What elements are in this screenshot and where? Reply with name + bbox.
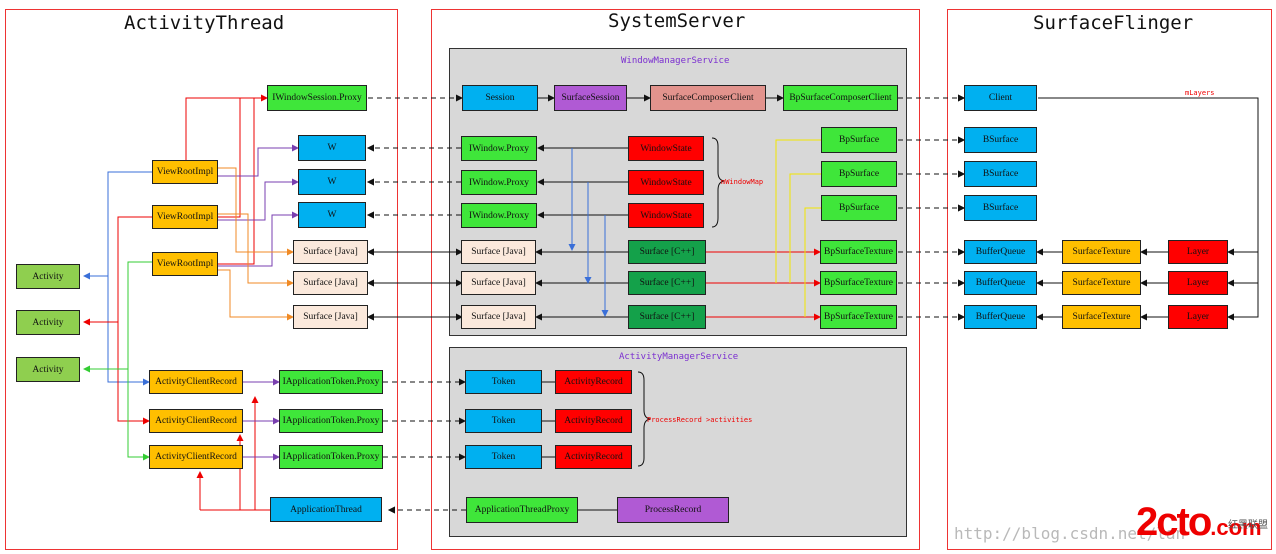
activity-record-box: ActivityRecord xyxy=(555,445,632,469)
window-manager-service-title: WindowManagerService xyxy=(621,56,730,66)
buffer-queue-box: BufferQueue xyxy=(964,271,1037,295)
bp-surface-box: BpSurface xyxy=(821,195,897,221)
window-map-note: mWindowMap xyxy=(721,178,764,186)
activity-box: Activity xyxy=(16,310,80,335)
surface-composer-client-box: SurfaceComposerClient xyxy=(650,85,766,111)
logo-cn: 红黑联盟 xyxy=(1228,520,1268,531)
view-root-impl-box: ViewRootImpl xyxy=(152,160,218,184)
window-state-box: WindowState xyxy=(628,203,704,228)
process-record-note: ProcessRecord >activities xyxy=(647,416,753,424)
view-root-impl-box: ViewRootImpl xyxy=(152,205,218,229)
window-state-box: WindowState xyxy=(628,170,704,195)
iwindow-proxy-box: IWindow.Proxy xyxy=(461,203,537,228)
java-surface-box: Surface [Java] xyxy=(293,240,368,264)
application-token-proxy-box: IApplicationToken.Proxy xyxy=(279,409,383,433)
bp-surface-texture-box: BpSurfaceTexture xyxy=(820,305,897,329)
system-server-title: SystemServer xyxy=(608,10,746,32)
activity-record-box: ActivityRecord xyxy=(555,409,632,433)
w-box: W xyxy=(298,169,366,195)
cpp-surface-box: Surface [C++] xyxy=(628,305,706,329)
cpp-surface-box: Surface [C++] xyxy=(628,240,706,264)
surface-texture-box: SurfaceTexture xyxy=(1062,305,1141,329)
bsurface-box: BSurface xyxy=(964,195,1037,221)
application-token-proxy-box: IApplicationToken.Proxy xyxy=(279,370,383,394)
view-root-impl-box: ViewRootImpl xyxy=(152,252,218,276)
activity-thread-title: ActivityThread xyxy=(124,12,285,34)
token-box: Token xyxy=(465,445,542,469)
activity-client-record-box: ActivityClientRecord xyxy=(149,370,243,394)
layers-note: mLayers xyxy=(1185,89,1215,97)
bsurface-box: BSurface xyxy=(964,127,1037,153)
application-thread-box: ApplicationThread xyxy=(270,497,382,522)
session-box: Session xyxy=(462,85,538,111)
activity-box: Activity xyxy=(16,357,80,382)
activity-client-record-box: ActivityClientRecord xyxy=(149,409,243,433)
iwindow-proxy-box: IWindow.Proxy xyxy=(461,170,537,195)
application-thread-proxy-box: ApplicationThreadProxy xyxy=(466,497,578,523)
logo-main: 2cto xyxy=(1136,500,1212,544)
bp-surface-texture-box: BpSurfaceTexture xyxy=(820,240,897,264)
iwindow-session-proxy-box: IWindowSession.Proxy xyxy=(267,85,367,111)
bp-surface-box: BpSurface xyxy=(821,127,897,153)
surface-flinger-panel: SurfaceFlinger xyxy=(947,9,1272,550)
java-surface-box: Surface [Java] xyxy=(461,271,536,295)
process-record-box: ProcessRecord xyxy=(617,497,729,523)
bsurface-box: BSurface xyxy=(964,161,1037,187)
java-surface-box: Surface [Java] xyxy=(293,305,368,329)
cpp-surface-box: Surface [C++] xyxy=(628,271,706,295)
logo-suffix: .com xyxy=(1210,515,1262,540)
buffer-queue-box: BufferQueue xyxy=(964,240,1037,264)
application-token-proxy-box: IApplicationToken.Proxy xyxy=(279,445,383,469)
w-box: W xyxy=(298,202,366,228)
token-box: Token xyxy=(465,409,542,433)
activity-manager-service-title: ActivityManagerService xyxy=(619,352,739,362)
layer-box: Layer xyxy=(1168,240,1228,264)
activity-box: Activity xyxy=(16,264,80,289)
surface-texture-box: SurfaceTexture xyxy=(1062,271,1141,295)
window-state-box: WindowState xyxy=(628,136,704,161)
java-surface-box: Surface [Java] xyxy=(293,271,368,295)
surface-session-box: SurfaceSession xyxy=(554,85,627,111)
java-surface-box: Surface [Java] xyxy=(461,305,536,329)
token-box: Token xyxy=(465,370,542,394)
site-logo: 2cto.com xyxy=(1136,500,1262,545)
surface-flinger-title: SurfaceFlinger xyxy=(1033,12,1194,34)
bp-surface-composer-client-box: BpSurfaceComposerClient xyxy=(783,85,898,111)
system-server-panel: SystemServer xyxy=(431,9,920,550)
bp-surface-texture-box: BpSurfaceTexture xyxy=(820,271,897,295)
w-box: W xyxy=(298,135,366,161)
layer-box: Layer xyxy=(1168,271,1228,295)
activity-client-record-box: ActivityClientRecord xyxy=(149,445,243,469)
activity-thread-panel: ActivityThread xyxy=(5,9,398,550)
buffer-queue-box: BufferQueue xyxy=(964,305,1037,329)
watermark-url: http://blog.csdn.net/lan xyxy=(954,524,1186,543)
client-box: Client xyxy=(964,85,1037,111)
bp-surface-box: BpSurface xyxy=(821,161,897,187)
activity-record-box: ActivityRecord xyxy=(555,370,632,394)
layer-box: Layer xyxy=(1168,305,1228,329)
iwindow-proxy-box: IWindow.Proxy xyxy=(461,136,537,161)
surface-texture-box: SurfaceTexture xyxy=(1062,240,1141,264)
java-surface-box: Surface [Java] xyxy=(461,240,536,264)
